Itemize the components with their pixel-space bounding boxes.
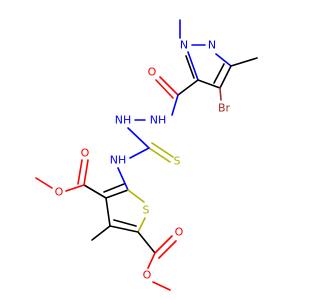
atom-o-amide: O: [148, 66, 157, 79]
bond-th-c5-ester-right: [137, 231, 156, 254]
bond-c5-c4: [197, 79, 221, 89]
atom-s-thione: S: [174, 155, 181, 168]
bond-ester-left-carbonyl-double: [77, 159, 83, 185]
bond-thiourea-c-s-double: [151, 142, 174, 158]
molecule-structure-diagram: O Br N N NH NH NH S S O O O O: [35, 19, 258, 291]
bond-th-c5-s: [137, 217, 146, 233]
atom-nh-hydrazide-1: NH: [150, 114, 167, 127]
bond-nh-thiourea-c: [127, 127, 150, 149]
bond-carbonyl-o: [159, 76, 179, 96]
bond-ester-left-ether: [65, 184, 85, 192]
atom-nh-thiourea: NH: [110, 154, 127, 167]
atom-o-ester-right-carbonyl: O: [175, 226, 184, 239]
bond-th-c3-ester-left: [83, 184, 107, 199]
atom-o-ester-right-ether: O: [143, 269, 152, 282]
bond-c4-c3-double: [213, 63, 225, 84]
bond-carbonyl-o-double: [155, 79, 174, 99]
bond-th-c3-c4: [105, 197, 111, 227]
atom-o-ester-left-carbonyl: O: [81, 147, 90, 160]
bond-th-c4-c5: [109, 225, 139, 233]
bond-th-c2-c3-double: [103, 183, 125, 193]
bond-carbonyl-nh: [171, 94, 179, 116]
bond-th-s-c2: [127, 189, 145, 203]
atom-n-pyrazole-2: N: [208, 39, 216, 52]
bond-ester-right-carbonyl: [154, 235, 173, 254]
atom-nh-hydrazide-2: NH: [115, 114, 132, 127]
bond-c3-n2: [215, 53, 232, 67]
bond-thiourea-c-nh: [129, 147, 150, 159]
bond-ester-right-methyl: [152, 281, 171, 291]
bond-c3-methyl: [230, 57, 258, 67]
bond-ester-left-methyl: [35, 177, 53, 189]
bond-th-c4-methyl: [91, 225, 111, 241]
bond-ester-right-carbonyl-double: [158, 240, 177, 259]
atom-br: Br: [218, 102, 231, 115]
bond-th-c4-c5-double: [113, 219, 137, 227]
bond-c4-c3: [219, 65, 232, 89]
bond-c5-n1-double: [185, 55, 195, 79]
bonds: [35, 19, 258, 291]
bond-n1-c5: [187, 51, 199, 81]
bond-nh-thiophene: [117, 167, 129, 191]
bond-ester-right-ether: [147, 252, 156, 269]
bond-th-c2-c3: [105, 189, 129, 199]
atom-o-ester-left-ether: O: [55, 186, 64, 199]
bond-ester-left-carbonyl: [83, 159, 89, 186]
atom-labels: O Br N N NH NH NH S S O O O O: [55, 39, 231, 282]
atom-s-thiophene: S: [143, 204, 150, 217]
bond-thiourea-c-s: [148, 147, 171, 163]
atom-n-pyrazole-1: N: [180, 39, 188, 52]
bond-c5-carbonyl: [177, 79, 199, 96]
bond-c4-br: [219, 87, 222, 101]
